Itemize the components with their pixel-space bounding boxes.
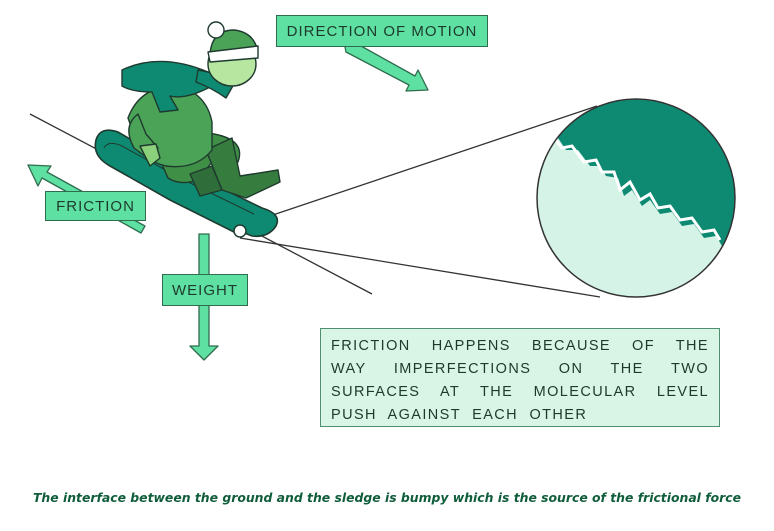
friction-explanation-box: FRICTION HAPPENS BECAUSE OF THE WAY IMPE…: [320, 328, 720, 427]
direction-of-motion-label: DIRECTION OF MOTION: [276, 15, 488, 47]
person-on-sledge: [121, 21, 281, 199]
magnified-surface: [536, 98, 736, 298]
direction-arrow: [344, 40, 429, 92]
zoom-line-top: [239, 105, 598, 227]
figure-caption: The interface between the ground and the…: [32, 490, 741, 505]
zoom-line-bottom: [239, 237, 601, 298]
sledge: [94, 129, 279, 238]
weight-label: WEIGHT: [162, 274, 248, 306]
friction-label: FRICTION: [45, 191, 146, 221]
